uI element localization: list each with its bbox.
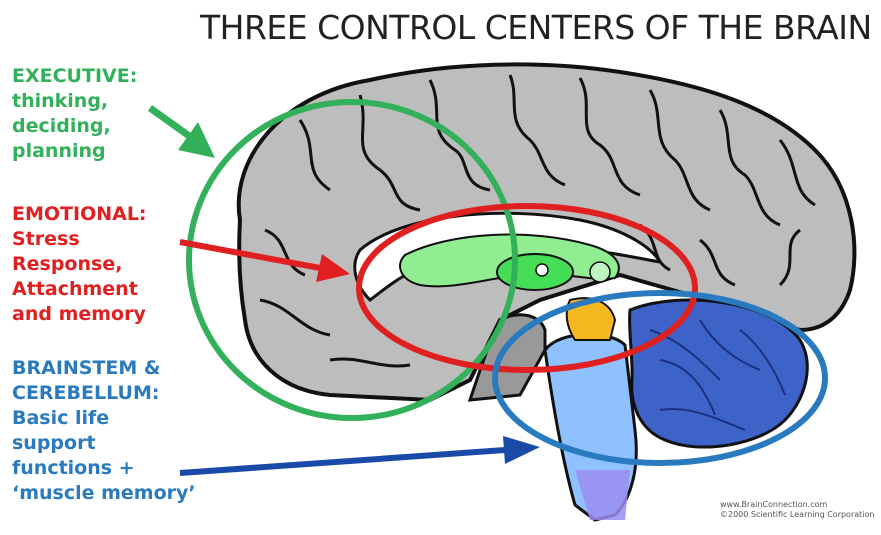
- emotional-heading: EMOTIONAL:: [12, 202, 147, 227]
- brainstem-line: support: [12, 431, 196, 456]
- brainstem-line: Basic life: [12, 406, 196, 431]
- executive-line: deciding,: [12, 114, 137, 139]
- executive-label: EXECUTIVE: thinking, deciding, planning: [12, 64, 137, 164]
- emotional-label: EMOTIONAL: Stress Response, Attachment a…: [12, 202, 147, 327]
- thalamus: [497, 254, 573, 290]
- executive-heading: EXECUTIVE:: [12, 64, 137, 89]
- pineal: [536, 264, 548, 276]
- brainstem-label: BRAINSTEM & CEREBELLUM: Basic life suppo…: [12, 356, 196, 506]
- emotional-line: Attachment: [12, 277, 147, 302]
- brainstem-line: ‘muscle memory’: [12, 481, 196, 506]
- brainstem-arrow: [180, 436, 540, 473]
- hypothalamus: [590, 262, 610, 282]
- watermark-url: www.BrainConnection.com: [720, 500, 874, 510]
- emotional-line: Stress: [12, 227, 147, 252]
- watermark-copyright: ©2000 Scientific Learning Corporation: [720, 510, 874, 520]
- brainstem-line: functions +: [12, 456, 196, 481]
- executive-line: planning: [12, 139, 137, 164]
- page-title: THREE CONTROL CENTERS OF THE BRAIN: [200, 8, 880, 47]
- emotional-line: and memory: [12, 302, 147, 327]
- watermark: www.BrainConnection.com ©2000 Scientific…: [720, 500, 874, 520]
- brainstem-heading-2: CEREBELLUM:: [12, 381, 196, 406]
- executive-arrow: [150, 108, 215, 158]
- brainstem-heading: BRAINSTEM &: [12, 356, 196, 381]
- emotional-line: Response,: [12, 252, 147, 277]
- executive-line: thinking,: [12, 89, 137, 114]
